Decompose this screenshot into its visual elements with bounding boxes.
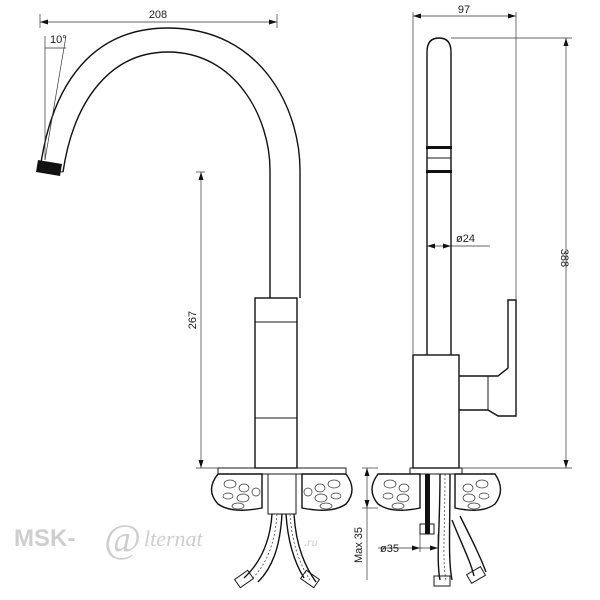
- watermark-at-symbol: @: [104, 516, 141, 561]
- front-view: 208 10° 267: [36, 9, 353, 589]
- watermark-prefix: MSK-: [14, 525, 75, 552]
- dim-pipe-diameter: ø24: [456, 233, 475, 245]
- supply-hoses: [233, 513, 321, 589]
- side-spout-tube: [426, 37, 452, 355]
- spout-outer-curve: [39, 27, 301, 298]
- watermark-suffix: lternat: [144, 526, 204, 551]
- dim-spout-height: 267: [187, 311, 199, 329]
- spout-inner-curve: [62, 51, 271, 298]
- dim-hole-diameter: ø35: [380, 543, 399, 555]
- dim-angle: 10°: [50, 34, 67, 46]
- dim-spout-reach: 208: [149, 9, 167, 21]
- side-view: 97 388 ø24 Max 35 ø35: [353, 4, 572, 587]
- watermark-tld: .ru: [304, 535, 318, 549]
- side-countertop-section: [371, 473, 502, 511]
- faucet-body: [254, 297, 298, 469]
- spout-tip: [36, 160, 62, 176]
- dim-body-depth: 97: [458, 4, 470, 16]
- watermark: MSK- @ lternat .ru: [14, 516, 318, 561]
- countertop-section: [210, 473, 353, 511]
- dim-total-height: 388: [558, 249, 570, 267]
- dim-max-thickness: Max 35: [353, 527, 365, 563]
- side-body: [412, 354, 460, 469]
